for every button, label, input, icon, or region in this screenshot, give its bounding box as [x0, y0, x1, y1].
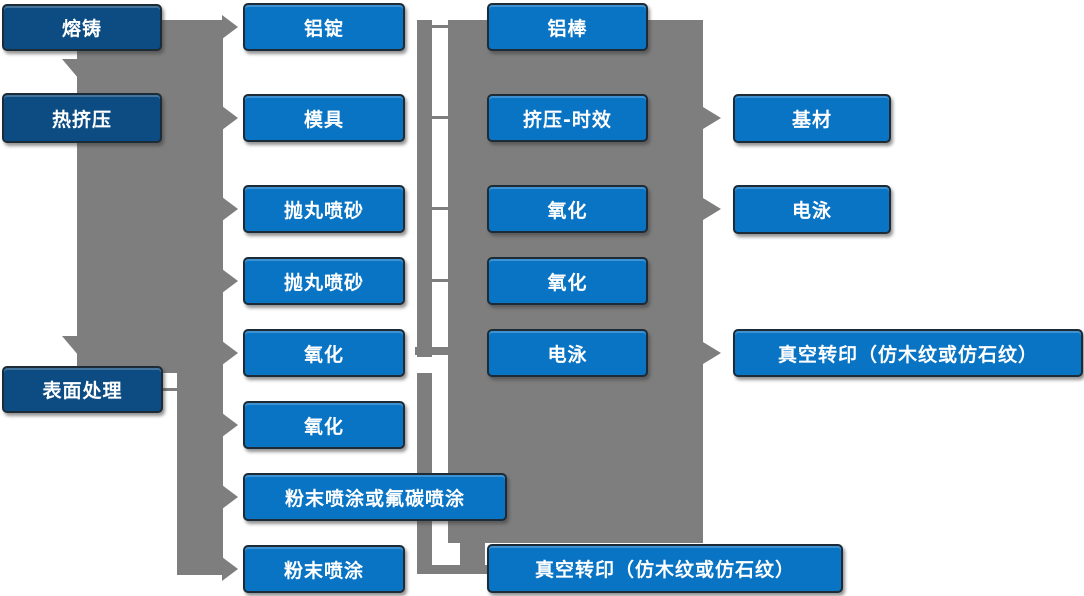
node-surface-treatment: 表面处理 — [2, 366, 163, 413]
link-surface-treatment — [163, 388, 178, 391]
arrow-right-icon-row7 — [222, 485, 238, 509]
node-extrusion-aging: 挤压-时效 — [487, 94, 648, 142]
node-electrophoresis-1: 电泳 — [487, 329, 648, 377]
node-powder-or-fluorocarbon-coating: 粉末喷涂或氟碳喷涂 — [243, 473, 507, 521]
arrow-right-icon-row4 — [222, 269, 238, 293]
node-oxidation-1: 氧化 — [243, 329, 405, 377]
node-oxidation-2: 氧化 — [243, 401, 405, 449]
node-hot-extrusion: 热挤压 — [2, 93, 162, 143]
node-aluminum-ingot: 铝锭 — [243, 3, 405, 51]
node-mold: 模具 — [243, 94, 405, 142]
arrow-right-icon-row6 — [222, 413, 238, 437]
node-base-material: 基材 — [733, 94, 891, 143]
left-bus-band-lower — [177, 373, 223, 575]
link-row5 — [415, 347, 455, 355]
arrow-right-icon-to-base-material — [703, 107, 721, 129]
arrow-right-icon-row3 — [222, 197, 238, 221]
mid-collector-band-upper — [417, 20, 432, 357]
arrow-down-icon-melting-to-extrusion — [62, 59, 106, 85]
link-row3 — [428, 207, 450, 210]
arrow-right-icon-to-electrophoresis — [703, 198, 721, 220]
node-melting-casting: 熔铸 — [2, 4, 162, 51]
link-row1 — [428, 25, 450, 28]
arrow-down-icon-to-surface-treatment — [62, 336, 106, 362]
arrow-right-icon-row1 — [222, 15, 238, 39]
node-powder-coating: 粉末喷涂 — [243, 545, 405, 593]
arrow-right-icon-row8 — [222, 557, 238, 581]
node-vacuum-transfer-bottom: 真空转印（仿木纹或仿石纹） — [487, 544, 843, 593]
node-vacuum-transfer-right: 真空转印（仿木纹或仿石纹） — [733, 329, 1083, 377]
node-oxidation-3: 氧化 — [487, 185, 648, 233]
node-aluminum-rod: 铝棒 — [487, 3, 648, 51]
node-shot-blasting-2: 抛丸喷砂 — [243, 257, 405, 305]
arrow-right-icon-row5 — [222, 341, 238, 365]
arrow-right-icon-row2 — [222, 106, 238, 130]
bottom-connector-bar — [417, 565, 487, 574]
node-shot-blasting-1: 抛丸喷砂 — [243, 185, 405, 233]
node-oxidation-4: 氧化 — [487, 257, 648, 305]
link-row2 — [428, 116, 450, 119]
arrow-right-icon-to-vacuum-transfer — [703, 342, 721, 364]
node-electrophoresis-2: 电泳 — [733, 185, 891, 234]
link-row4 — [428, 279, 450, 282]
